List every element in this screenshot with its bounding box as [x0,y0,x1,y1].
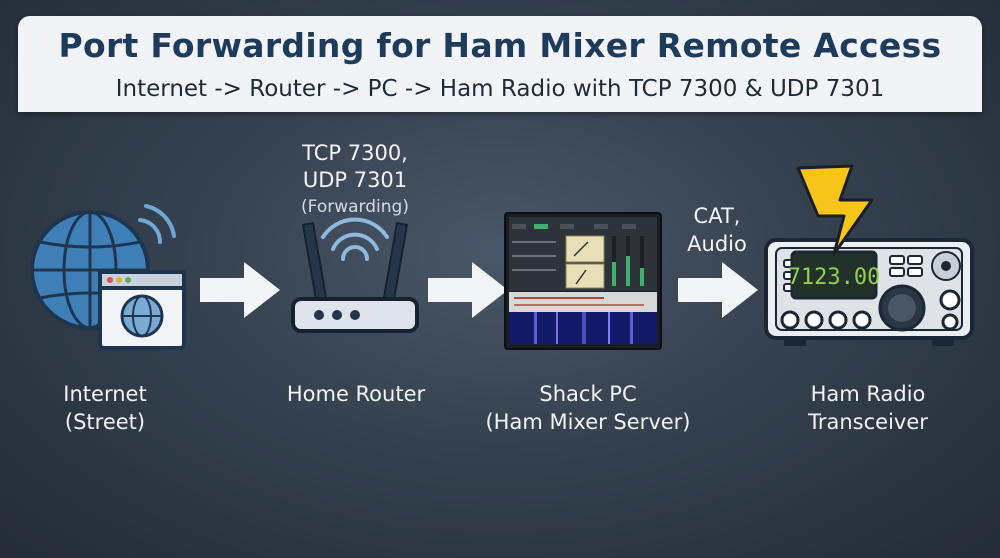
radio-label: Ham Radio Transceiver [758,380,978,436]
forwarding-label-tcp: TCP 7300, [302,141,408,165]
header-banner: Port Forwarding for Ham Mixer Remote Acc… [18,16,982,112]
page-title: Port Forwarding for Ham Mixer Remote Acc… [58,26,942,65]
page-subtitle: Internet -> Router -> PC -> Ham Radio wi… [115,76,885,102]
arrow-router-to-pc [428,262,508,318]
pc-label-line1: Shack PC [539,382,637,406]
router-icon [291,217,419,333]
cat-label: CAT, [693,204,741,228]
monitor-icon [504,212,662,350]
internet-label: Internet (Street) [0,380,215,436]
forwarding-label-note: (Forwarding) [301,197,409,217]
forwarding-label-udp: UDP 7301 [302,168,408,192]
arrow-pc-to-radio [678,262,758,318]
radio-label-line2: Transceiver [808,410,928,434]
cat-audio-label: CAT, Audio [607,202,827,258]
transceiver-icon: 7123.00 [764,164,974,346]
lightning-bolt-icon [796,164,874,256]
forwarding-label: TCP 7300, UDP 7301 (Forwarding) [245,140,465,221]
globe-icon [30,204,186,350]
router-label-line1: Home Router [286,382,426,406]
internet-label-line1: Internet [63,382,147,406]
radio-frequency-display: 7123.00 [788,265,881,290]
arrow-internet-to-router [200,262,280,318]
radio-label-line1: Ham Radio [810,382,926,406]
pc-label-line2: (Ham Mixer Server) [485,410,691,434]
audio-label: Audio [687,232,747,256]
router-label: Home Router [246,380,466,408]
internet-label-line2: (Street) [64,410,146,434]
pc-label: Shack PC (Ham Mixer Server) [478,380,698,436]
